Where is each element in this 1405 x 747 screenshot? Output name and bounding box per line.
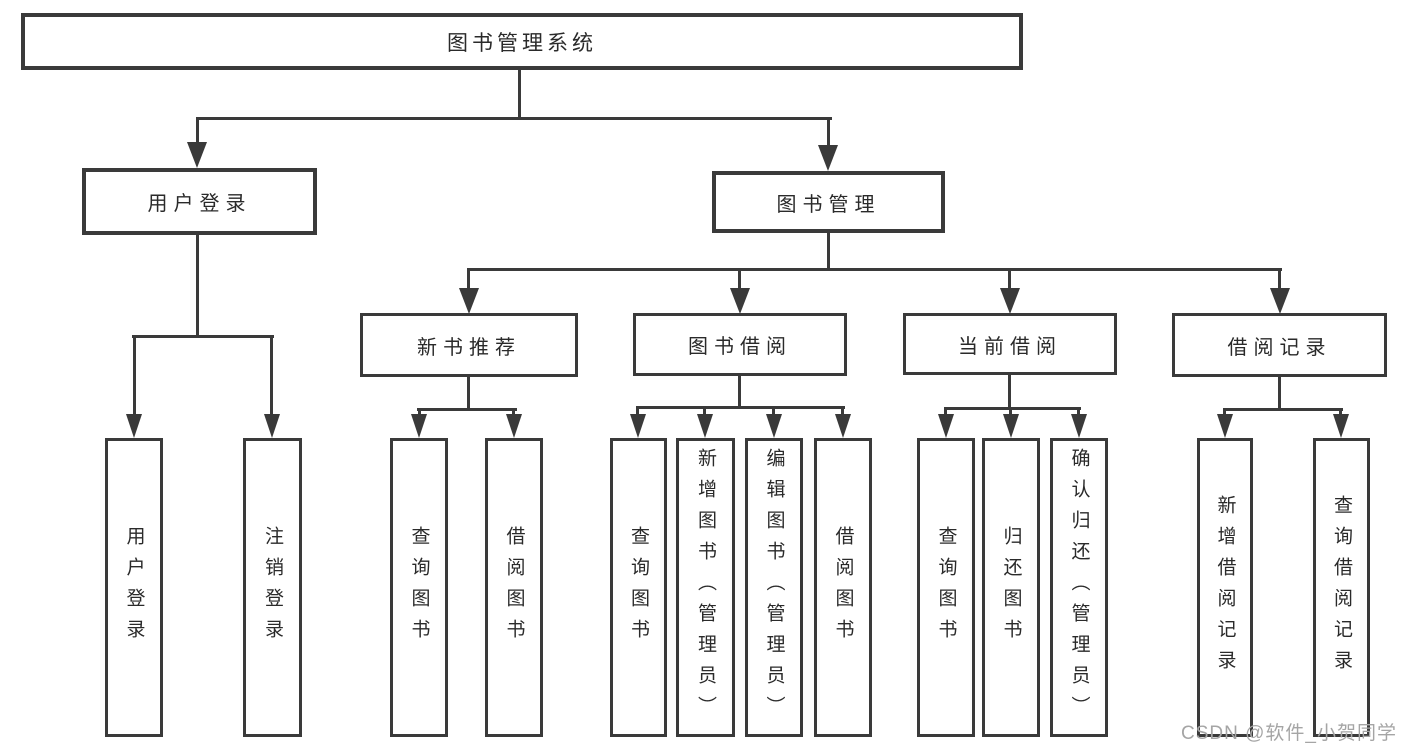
connector-arrow — [730, 288, 750, 314]
leaf-recommend-query-books: 查询图书 — [390, 438, 448, 737]
node-new-book-recommend: 新书推荐 — [360, 313, 578, 377]
leaf-borrow-query-books: 查询图书 — [610, 438, 667, 737]
leaf-records-query-record-label: 查询借阅记录 — [1331, 494, 1352, 681]
connector-line — [1223, 408, 1343, 411]
connector-line — [417, 408, 517, 411]
connector-line — [738, 376, 741, 409]
leaf-user-login: 用户登录 — [105, 438, 163, 737]
leaf-current-confirm-return-admin: 确认归还（管理员） — [1050, 438, 1108, 737]
leaf-recommend-borrow-books-label: 借阅图书 — [503, 525, 525, 650]
connector-arrow — [506, 414, 522, 438]
connector-arrow — [697, 414, 713, 438]
leaf-borrow-add-books-admin-label: 新增图书（管理员） — [695, 448, 716, 727]
connector-arrow — [766, 414, 782, 438]
connector-line — [703, 406, 706, 418]
leaf-borrow-add-books-admin: 新增图书（管理员） — [676, 438, 735, 737]
connector-arrow — [835, 414, 851, 438]
node-user-login-label: 用户登录 — [147, 193, 252, 215]
leaf-user-login-label: 用户登录 — [123, 525, 145, 650]
connector-arrow — [411, 414, 427, 438]
connector-line — [196, 117, 199, 145]
connector-line — [738, 268, 741, 290]
node-book-management: 图书管理 — [712, 171, 945, 233]
connector-line — [467, 377, 470, 411]
node-current-borrow-label: 当前借阅 — [958, 335, 1062, 358]
connector-line — [827, 233, 830, 271]
node-new-book-recommend-label: 新书推荐 — [417, 336, 521, 359]
leaf-borrow-borrow-books-label: 借阅图书 — [832, 525, 854, 650]
connector-arrow — [1270, 288, 1290, 314]
connector-line — [1077, 407, 1080, 418]
leaf-current-query-books: 查询图书 — [917, 438, 975, 737]
node-borrow-records: 借阅记录 — [1172, 313, 1387, 377]
connector-line — [772, 406, 775, 418]
connector-arrow — [1217, 414, 1233, 438]
node-borrow-records-label: 借阅记录 — [1227, 336, 1332, 359]
connector-line — [196, 235, 199, 338]
leaf-records-add-record: 新增借阅记录 — [1197, 438, 1253, 737]
connector-line — [1008, 268, 1011, 290]
connector-arrow — [1003, 414, 1019, 438]
connector-line — [1278, 377, 1281, 411]
connector-line — [133, 335, 136, 416]
node-book-borrow: 图书借阅 — [633, 313, 847, 376]
leaf-logout: 注销登录 — [243, 438, 302, 737]
connector-arrow — [187, 142, 207, 168]
connector-line — [944, 407, 947, 418]
connector-line — [1278, 268, 1281, 290]
leaf-current-query-books-label: 查询图书 — [935, 525, 957, 650]
leaf-records-query-record: 查询借阅记录 — [1313, 438, 1370, 737]
connector-arrow — [126, 414, 142, 438]
leaf-borrow-query-books-label: 查询图书 — [628, 525, 649, 650]
connector-line — [827, 117, 830, 145]
connector-line — [467, 268, 470, 290]
connector-arrow — [818, 145, 838, 171]
connector-line — [1223, 408, 1226, 418]
connector-line — [467, 268, 1282, 271]
connector-line — [196, 117, 832, 120]
leaf-current-return-books: 归还图书 — [982, 438, 1040, 737]
node-current-borrow: 当前借阅 — [903, 313, 1117, 375]
connector-line — [512, 408, 515, 418]
connector-arrow — [1071, 414, 1087, 438]
leaf-current-return-books-label: 归还图书 — [1000, 525, 1022, 650]
connector-line — [636, 406, 845, 409]
leaf-borrow-borrow-books: 借阅图书 — [814, 438, 872, 737]
connector-line — [841, 406, 844, 418]
connector-line — [418, 408, 421, 418]
node-library-system-label: 图书管理系统 — [447, 31, 597, 55]
connector-arrow — [459, 288, 479, 314]
leaf-recommend-borrow-books: 借阅图书 — [485, 438, 543, 737]
node-book-borrow-label: 图书借阅 — [688, 336, 792, 358]
node-book-management-label: 图书管理 — [776, 193, 881, 216]
connector-arrow — [1000, 288, 1020, 314]
connector-arrow — [1333, 414, 1349, 438]
leaf-current-confirm-return-admin-label: 确认归还（管理员） — [1068, 448, 1090, 727]
connector-arrow — [630, 414, 646, 438]
connector-line — [518, 70, 521, 117]
connector-line — [1008, 375, 1011, 410]
connector-line — [1339, 408, 1342, 418]
leaf-records-add-record-label: 新增借阅记录 — [1214, 494, 1236, 681]
connector-line — [1009, 407, 1012, 418]
connector-line — [636, 406, 639, 418]
leaf-borrow-edit-books-admin: 编辑图书（管理员） — [745, 438, 803, 737]
leaf-borrow-edit-books-admin-label: 编辑图书（管理员） — [763, 448, 785, 727]
node-user-login: 用户登录 — [82, 168, 317, 235]
watermark: CSDN @软件_小贺同学 — [1181, 723, 1397, 744]
leaf-logout-label: 注销登录 — [262, 525, 283, 650]
node-library-system: 图书管理系统 — [21, 13, 1023, 70]
connector-line — [132, 335, 274, 338]
leaf-recommend-query-books-label: 查询图书 — [408, 525, 430, 650]
connector-arrow — [938, 414, 954, 438]
connector-line — [270, 335, 273, 416]
connector-arrow — [264, 414, 280, 438]
connector-line — [944, 407, 1081, 410]
